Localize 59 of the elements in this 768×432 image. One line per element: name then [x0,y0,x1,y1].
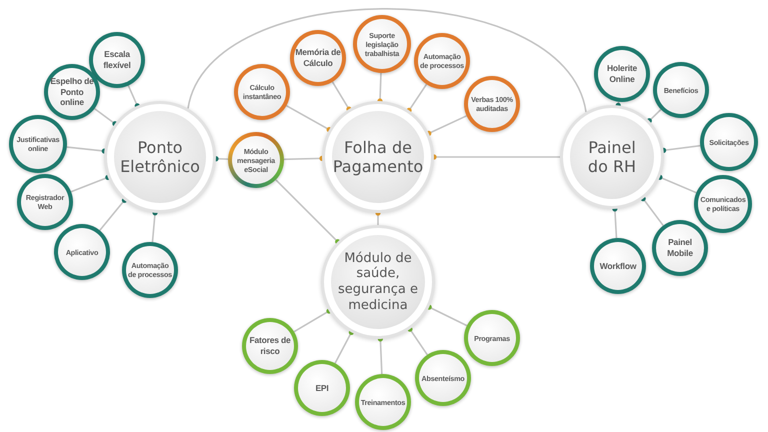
feature-circle [290,30,346,86]
feature-label: Workflow [600,260,636,272]
connector-line [187,8,587,112]
feature-circle [694,175,752,233]
connector-line [426,115,467,136]
feature-circle [355,374,411,430]
connector-line [616,102,621,108]
connector-line [70,174,110,193]
feature-circle [414,33,470,89]
feature-label: Memória de Cálculo [295,47,341,69]
feature-circle [228,132,284,188]
connector-line [334,330,354,364]
feature-circle [700,113,758,171]
feature-label: Espelho de Ponto online [49,76,95,108]
feature-label: EPI [315,382,329,394]
connector-line [406,84,428,113]
feature-circle [44,64,100,120]
feature-label: Fatores de risco [248,335,292,357]
feature-circle [242,318,298,374]
connector-line [657,174,697,194]
feature-circle [464,310,520,366]
feature-circle [294,360,350,416]
connector-line [128,85,140,108]
hub-label: Painel do RH [586,138,638,176]
connector-line [332,82,352,112]
feature-circle [234,64,290,120]
connector-line [99,198,128,231]
hub-label: Folha de Pagamento [332,138,424,176]
connector-line [646,108,662,124]
module-circle [560,105,664,209]
connector-line [375,210,381,225]
feature-circle [9,115,67,173]
connector-line [286,104,332,132]
feature-circle [653,62,709,118]
feature-label: Escala flexível [102,49,132,71]
connector-line [152,210,158,242]
connector-line [407,326,428,356]
feature-circle [464,76,520,132]
connector-line [94,108,118,126]
feature-circle [652,220,708,276]
feature-circle [17,174,73,230]
connector-line [378,336,383,374]
connector-line [377,72,383,104]
connector-line [640,196,664,226]
connector-line [275,179,340,244]
connector-line [426,304,468,326]
feature-circle [54,224,110,280]
connector-line [66,146,107,154]
feature-circle [353,15,411,73]
feature-circle [415,350,471,406]
connector-line [294,308,332,332]
hub-label: Módulo de saúde, segurança e medicina [336,250,420,314]
feature-circle [594,46,650,102]
feature-circle [122,242,178,298]
hub-label: Ponto Eletrônico [119,138,201,176]
feature-label: Painel Mobile [666,237,694,259]
feature-label: Holerite Online [606,63,638,85]
feature-circle [590,238,646,294]
connector-line [612,206,618,238]
